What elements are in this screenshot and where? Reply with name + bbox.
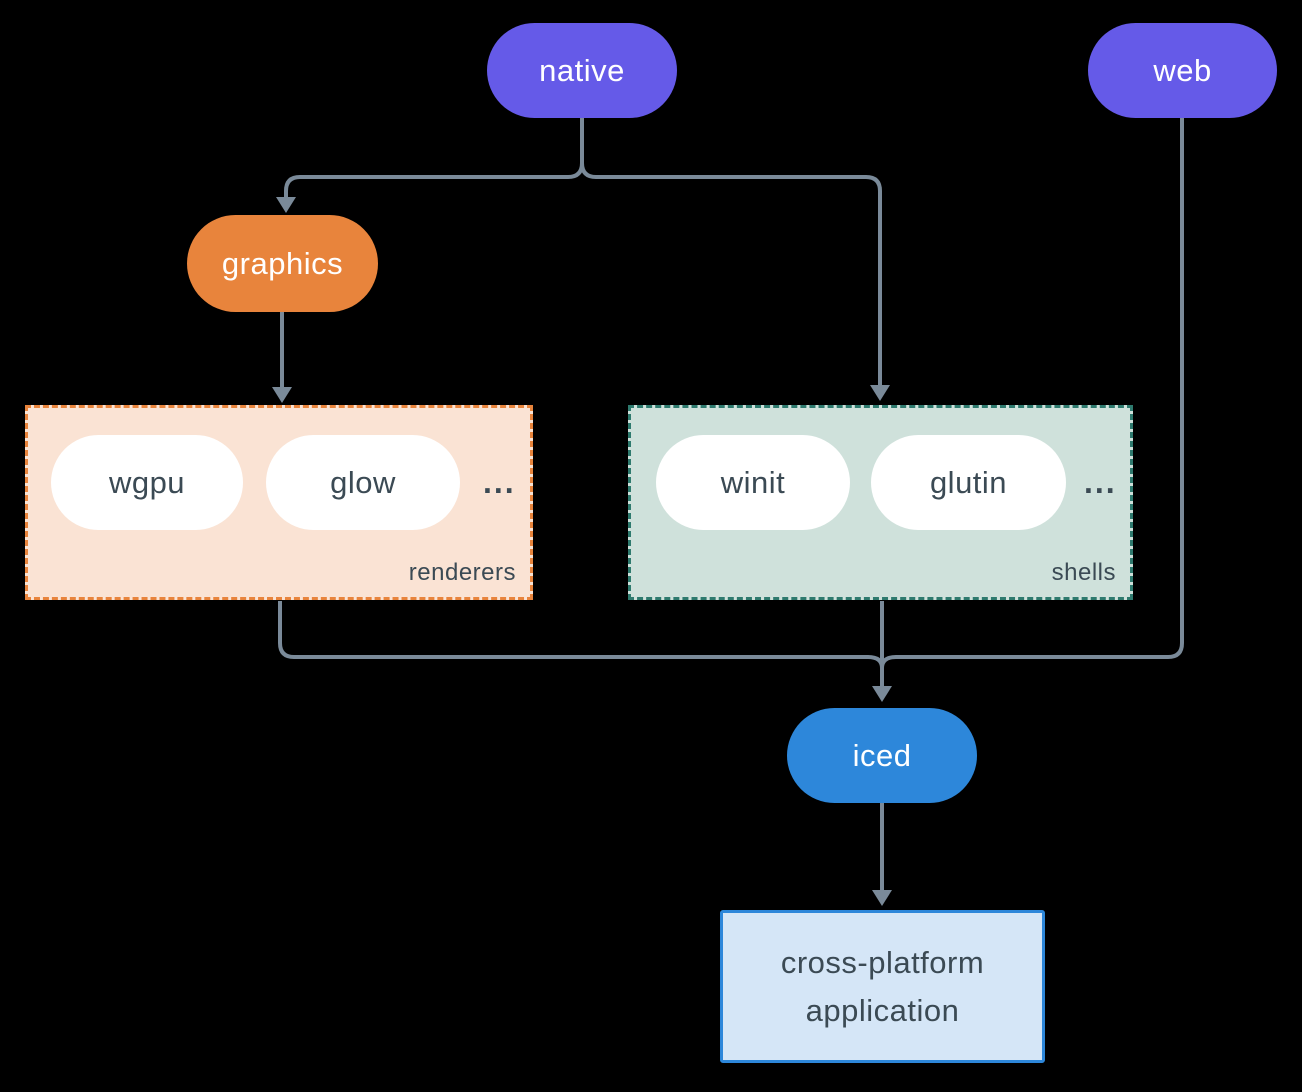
node-winit: winit [656,435,850,530]
node-iced: iced [787,708,977,803]
group-renderers: wgpu glow ... renderers [25,405,533,600]
node-web-label: web [1153,52,1212,88]
node-winit-label: winit [720,464,786,500]
node-graphics: graphics [187,215,378,312]
node-glutin: glutin [871,435,1066,530]
arrowhead-into-renderers [272,387,292,403]
edge-native-graphics [284,118,584,198]
node-glow: glow [266,435,460,530]
node-wgpu: wgpu [51,435,243,530]
shells-ellipsis: ... [1084,464,1117,500]
node-web: web [1088,23,1277,118]
renderers-ellipsis: ... [483,464,516,500]
node-cross-platform-application: cross-platform application [720,910,1045,1063]
node-native-label: native [539,52,625,88]
arrowhead-into-iced [872,686,892,702]
arrowhead-into-app [872,890,892,906]
arrowhead-into-shells [870,385,890,401]
node-iced-label: iced [852,737,912,773]
renderers-group-label: renderers [408,559,516,586]
node-graphics-label: graphics [221,245,344,281]
node-native: native [487,23,677,118]
node-glutin-label: glutin [929,464,1008,500]
shells-group-label: shells [1051,559,1116,586]
edge-native-shells [580,162,882,386]
node-wgpu-label: wgpu [108,464,186,500]
edge-renderers-iced [278,601,884,669]
app-label-line1: cross-platform [780,944,985,980]
node-glow-label: glow [330,464,396,500]
group-shells: winit glutin ... shells [628,405,1133,600]
arrowhead-into-graphics [276,197,296,213]
app-label-line2: application [805,992,960,1028]
